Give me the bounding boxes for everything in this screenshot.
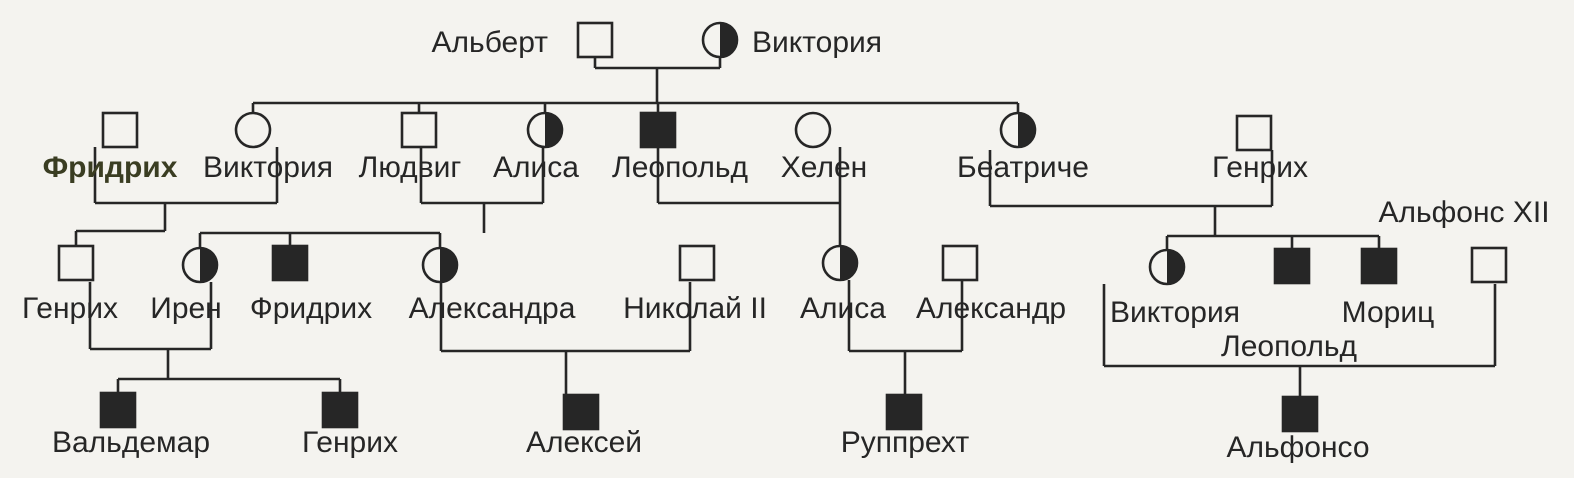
person-name-label: Беатриче: [957, 151, 1089, 184]
person-name-label: Алиса: [493, 151, 579, 184]
male-affected-symbol: [271, 244, 309, 282]
carrier-half-fill: [545, 113, 562, 147]
person-name-label: Альфонсо: [1226, 431, 1369, 464]
person-name-label: Александра: [409, 292, 576, 325]
person-name-label: Вальдемар: [52, 426, 210, 459]
male-unaffected-symbol: [1470, 246, 1508, 284]
person-name-label: Альфонс XII: [1378, 196, 1549, 229]
male-unaffected-symbol: [576, 21, 614, 59]
male-unaffected-symbol: [101, 111, 139, 149]
male-unaffected-symbol: [941, 244, 979, 282]
male-affected-symbol: [321, 391, 359, 429]
male-unaffected-symbol: [1235, 114, 1273, 152]
male-affected-symbol: [562, 393, 600, 431]
carrier-half-fill: [1167, 250, 1184, 284]
carrier-half-fill: [200, 248, 217, 282]
person-name-label: Генрих: [1212, 151, 1308, 184]
person-name-label: Леопольд: [1221, 330, 1357, 363]
female-unaffected-symbol: [234, 111, 272, 149]
male-affected-symbol: [1281, 395, 1319, 433]
person-name-label: Виктория: [203, 151, 333, 184]
person-name-label: Виктория: [1110, 296, 1240, 329]
person-name-label: Руппрехт: [841, 426, 970, 459]
person-name-label: Алиса: [800, 292, 886, 325]
person-name-label: Альберт: [432, 26, 549, 59]
person-name-label: Виктория: [752, 26, 882, 59]
pedigree-lines: [74, 57, 1497, 397]
person-name-label: Хелен: [781, 151, 867, 184]
female-unaffected-symbol: [794, 111, 832, 149]
male-unaffected-symbol: [400, 111, 438, 149]
person-name-label: Фридрих: [43, 151, 178, 184]
male-affected-symbol: [1360, 247, 1398, 285]
person-name-label: Александр: [916, 292, 1066, 325]
male-unaffected-symbol: [57, 244, 95, 282]
carrier-half-fill: [720, 23, 737, 57]
person-name-label: Леопольд: [612, 151, 748, 184]
person-name-label: Алексей: [526, 426, 642, 459]
carrier-half-fill: [440, 248, 457, 282]
person-name-label: Ирен: [150, 292, 222, 325]
person-name-label: Николай II: [623, 292, 767, 325]
person-name-label: Фридрих: [250, 292, 372, 325]
male-affected-symbol: [1273, 247, 1311, 285]
person-name-label: Генрих: [302, 426, 398, 459]
carrier-half-fill: [1018, 113, 1035, 147]
male-unaffected-symbol: [678, 244, 716, 282]
pedigree-symbols: [57, 21, 1508, 433]
male-affected-symbol: [639, 111, 677, 149]
male-affected-symbol: [885, 393, 923, 431]
male-affected-symbol: [99, 391, 137, 429]
person-name-label: Людвиг: [359, 151, 462, 184]
person-name-label: Генрих: [22, 292, 118, 325]
person-name-label: Мориц: [1342, 296, 1435, 329]
carrier-half-fill: [840, 246, 857, 280]
